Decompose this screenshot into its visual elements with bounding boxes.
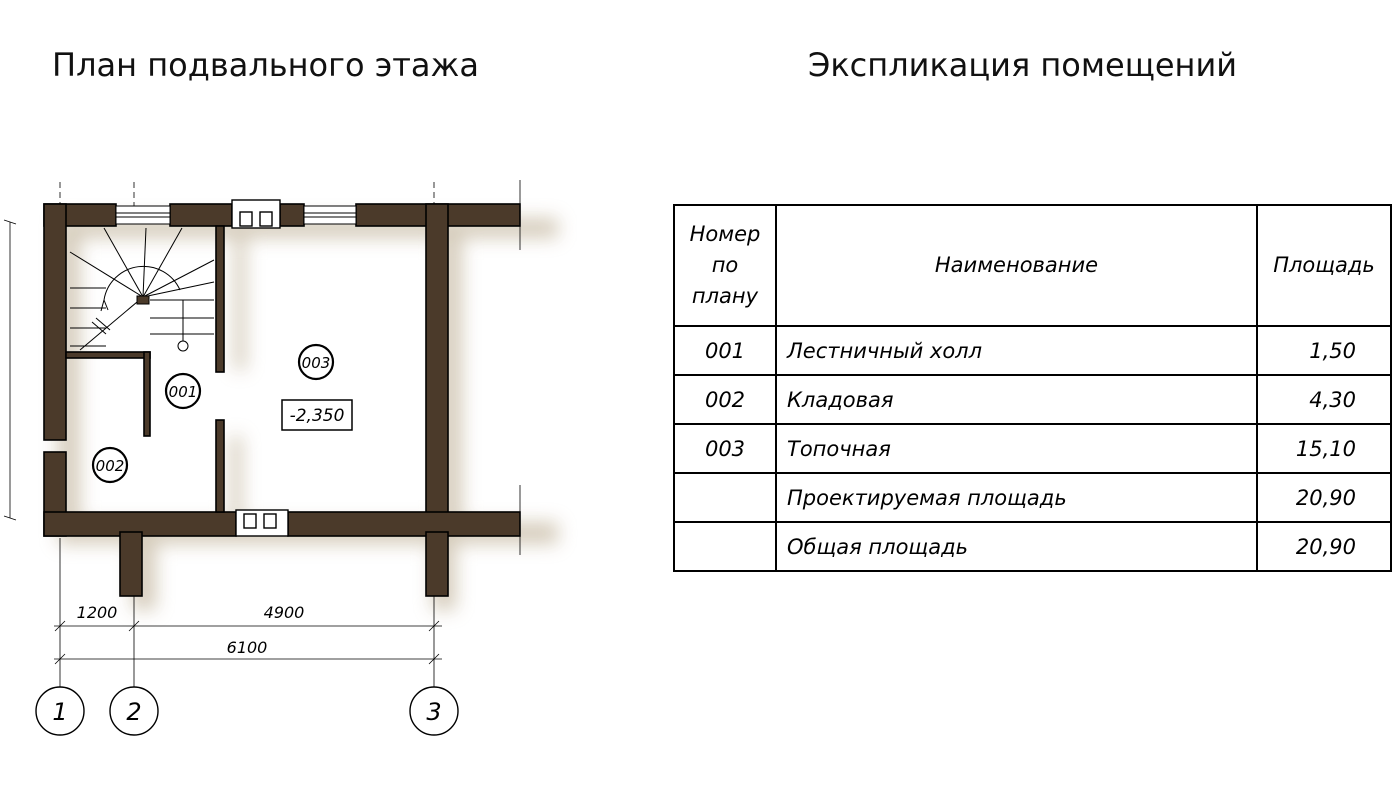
room-name: Топочная xyxy=(775,423,1258,474)
table-row: Проектируемая площадь 20,90 xyxy=(673,472,1392,523)
vent-blocks xyxy=(231,199,289,537)
room-number: 003 xyxy=(673,423,777,474)
basement-floor-plan: -2,350 003 001 002 1200 4900 6100 1 2 3 xyxy=(3,180,558,736)
room-area: 15,10 xyxy=(1256,423,1392,474)
room-name: Проектируемая площадь xyxy=(775,472,1258,523)
room-tag-label: 001 xyxy=(169,383,198,401)
staircase xyxy=(69,227,215,352)
dimension-1200: 1200 xyxy=(77,603,118,622)
dimension-6100: 6100 xyxy=(227,638,268,657)
axis-marker: 2 xyxy=(109,686,159,736)
room-number xyxy=(673,472,777,523)
header-number: Номер по плану xyxy=(673,204,777,327)
table-row: 002 Кладовая 4,30 xyxy=(673,374,1392,425)
room-tag: 001 xyxy=(164,372,202,410)
room-tag-label: 002 xyxy=(96,457,125,475)
room-name: Общая площадь xyxy=(775,521,1258,572)
room-name: Кладовая xyxy=(775,374,1258,425)
room-tag-label: 003 xyxy=(302,354,331,372)
room-area: 20,90 xyxy=(1256,472,1392,523)
axis-label: 2 xyxy=(126,698,141,726)
table-row: 003 Топочная 15,10 xyxy=(673,423,1392,474)
room-tag: 003 xyxy=(297,343,335,381)
level-mark-frame xyxy=(281,399,353,431)
room-area: 20,90 xyxy=(1256,521,1392,572)
dimension-lines xyxy=(54,620,442,665)
room-number: 001 xyxy=(673,325,777,376)
room-name: Лестничный холл xyxy=(775,325,1258,376)
plan-title: План подвального этажа xyxy=(52,46,479,84)
table-row: Общая площадь 20,90 xyxy=(673,521,1392,572)
axis-label: 3 xyxy=(426,698,441,726)
room-number: 002 xyxy=(673,374,777,425)
table-header-row: Номер по плану Наименование Площадь xyxy=(673,204,1392,327)
room-tag: 002 xyxy=(91,446,129,484)
room-area: 1,50 xyxy=(1256,325,1392,376)
header-number-line: Номер xyxy=(689,222,761,246)
room-explication-table: Номер по плану Наименование Площадь 001 … xyxy=(673,204,1392,572)
header-number-line: по xyxy=(711,253,739,277)
room-area: 4,30 xyxy=(1256,374,1392,425)
axis-marker: 3 xyxy=(409,686,459,736)
windows xyxy=(115,205,357,225)
header-area: Площадь xyxy=(1256,204,1392,327)
room-number xyxy=(673,521,777,572)
dimension-4900: 4900 xyxy=(264,603,305,622)
table-row: 001 Лестничный холл 1,50 xyxy=(673,325,1392,376)
axis-label: 1 xyxy=(52,698,67,726)
header-number-line: плану xyxy=(691,284,759,308)
explication-title: Экспликация помещений xyxy=(808,46,1238,84)
level-mark: -2,350 xyxy=(290,406,345,426)
axis-marker: 1 xyxy=(35,686,85,736)
header-name: Наименование xyxy=(775,204,1258,327)
